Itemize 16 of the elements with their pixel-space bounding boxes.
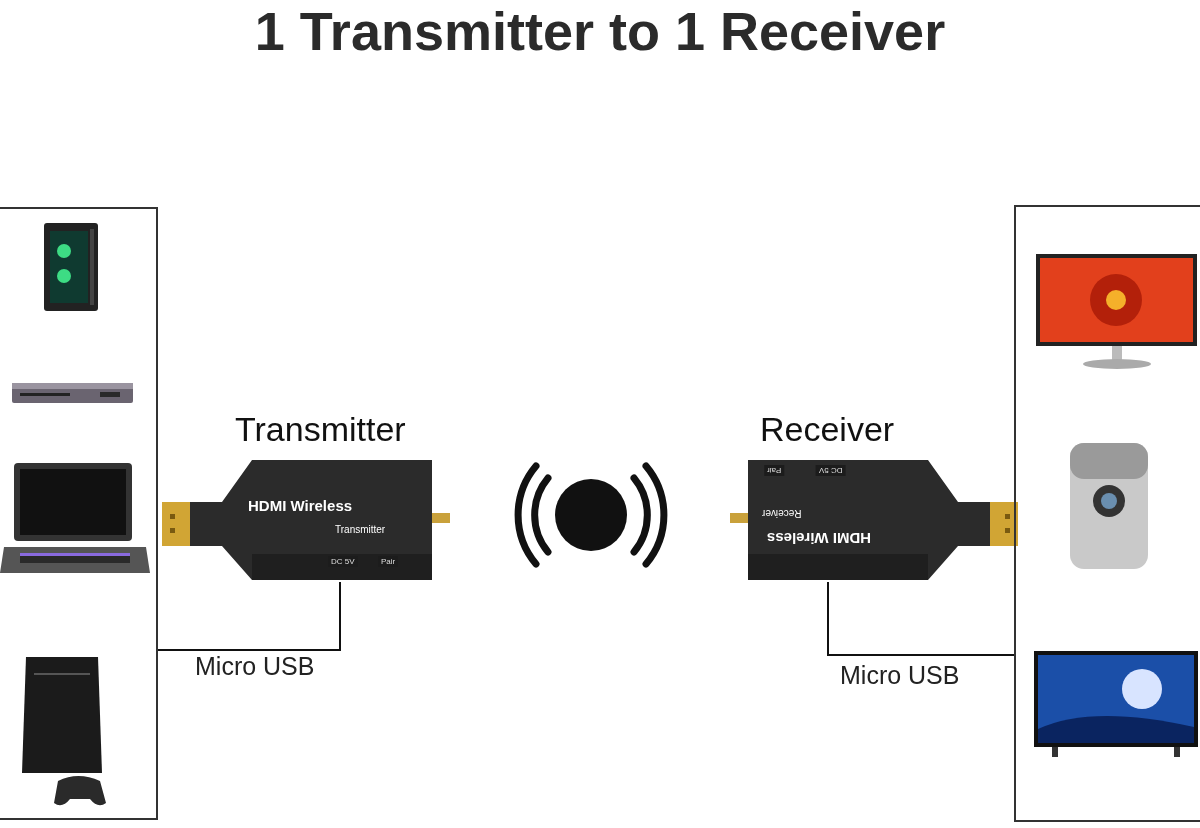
cable-line (157, 581, 341, 651)
device-print: Transmitter (335, 524, 386, 535)
port-label: DC 5V (816, 465, 846, 476)
device-group-frame (1014, 205, 1200, 822)
title: 1 Transmitter to 1 Receiver (253, 0, 947, 62)
port-label: DC 5V (328, 556, 358, 567)
device-heading: Transmitter (235, 410, 406, 449)
device-group-frame (0, 207, 158, 820)
device-heading: Receiver (760, 410, 895, 449)
device-print: HDMI Wireless (767, 530, 872, 547)
tv-drawing (1032, 649, 1200, 759)
device-print: Receiver (762, 508, 802, 519)
monitor-drawing (1034, 252, 1199, 372)
cable-line (827, 581, 1015, 656)
port-label: Pair (764, 465, 785, 476)
device-print: HDMI Wireless (248, 497, 353, 514)
